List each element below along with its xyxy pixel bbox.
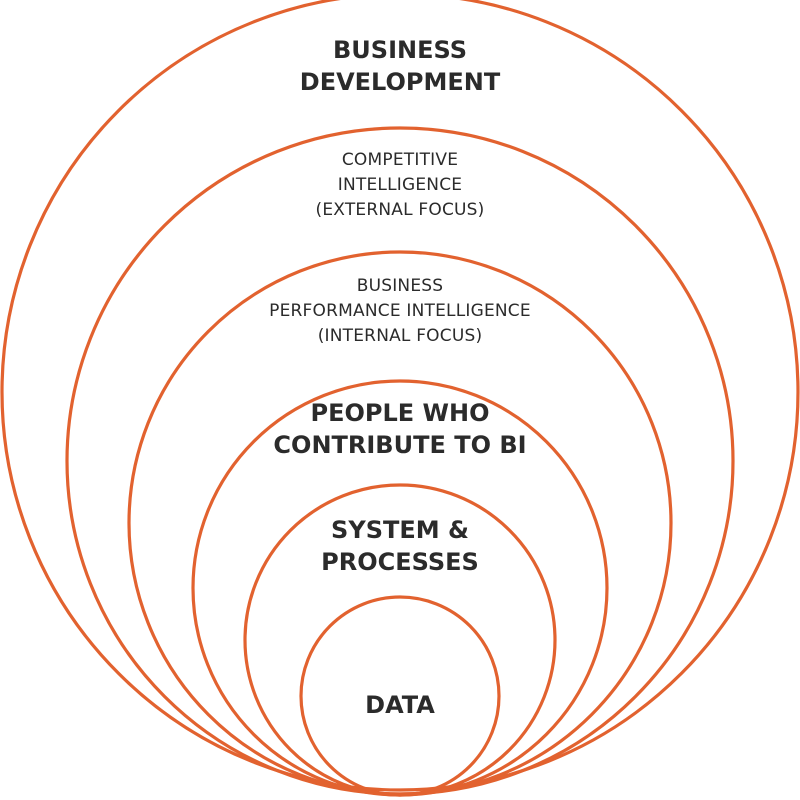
label-people-who-contribute: PEOPLE WHO CONTRIBUTE TO BI <box>0 397 800 461</box>
label-line: INTELLIGENCE <box>337 175 463 195</box>
label-system-processes: SYSTEM & PROCESSES <box>0 514 800 578</box>
label-line: DEVELOPMENT <box>299 68 501 96</box>
label-line: PROCESSES <box>321 548 479 576</box>
label-line: COMPETITIVE <box>341 150 459 170</box>
label-line: SYSTEM & <box>331 516 469 544</box>
label-line: PERFORMANCE INTELLIGENCE <box>269 301 531 321</box>
ring-data <box>299 595 501 797</box>
label-line: (INTERNAL FOCUS) <box>317 326 483 346</box>
label-line: CONTRIBUTE TO BI <box>273 431 527 459</box>
label-line: DATA <box>365 691 435 719</box>
label-line: PEOPLE WHO <box>310 399 490 427</box>
label-line: BUSINESS <box>333 36 467 64</box>
label-line: BUSINESS <box>356 276 444 296</box>
label-competitive-intelligence: COMPETITIVE INTELLIGENCE (EXTERNAL FOCUS… <box>0 148 800 223</box>
label-business-development: BUSINESS DEVELOPMENT <box>0 34 800 98</box>
label-data: DATA <box>0 689 800 721</box>
label-business-performance-intelligence: BUSINESS PERFORMANCE INTELLIGENCE (INTER… <box>0 274 800 349</box>
label-line: (EXTERNAL FOCUS) <box>315 200 485 220</box>
